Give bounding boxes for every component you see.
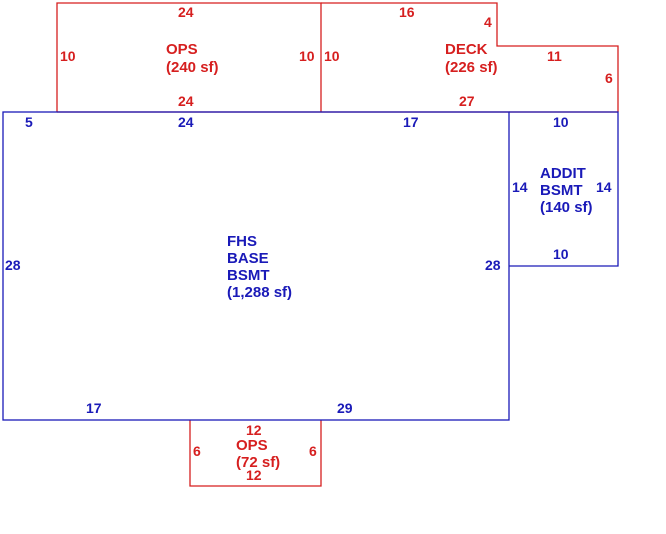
addit-bsmt-outline <box>509 111 619 267</box>
ops-bottom-outline <box>189 420 322 487</box>
ops-bottom-dim-left: 6 <box>193 443 201 459</box>
deck-dim-step-vertical: 4 <box>484 14 492 30</box>
ops-bottom-size: (72 sf) <box>236 454 280 471</box>
addit-line-1: ADDIT <box>540 165 586 182</box>
addit-dim-left: 14 <box>512 179 528 195</box>
fhs-dim-right: 28 <box>485 257 501 273</box>
deck-dim-bottom: 27 <box>459 93 475 109</box>
deck-dim-left: 10 <box>324 48 340 64</box>
fhs-dim-top-left-stub: 5 <box>25 114 33 130</box>
fhs-dim-left: 28 <box>5 257 21 273</box>
ops-top-dim-bottom: 24 <box>178 93 194 109</box>
ops-bottom-dim-top: 12 <box>246 422 262 438</box>
fhs-dim-bottom-left: 17 <box>86 400 102 416</box>
deck-outline <box>321 2 619 112</box>
addit-line-2: BSMT <box>540 182 583 199</box>
deck-area-label: DECK (226 sf) <box>445 41 498 76</box>
addit-size: (140 sf) <box>540 199 593 216</box>
ops-bottom-name: OPS <box>236 437 268 454</box>
fhs-base-area-label: FHS BASE BSMT (1,288 sf) <box>227 233 292 301</box>
fhs-dim-top-middle: 24 <box>178 114 194 130</box>
ops-bottom-dim-bottom: 12 <box>246 467 262 483</box>
fhs-dim-top-right: 17 <box>403 114 419 130</box>
ops-top-dim-right: 10 <box>299 48 315 64</box>
deck-dim-right: 6 <box>605 70 613 86</box>
ops-bottom-dim-right: 6 <box>309 443 317 459</box>
ops-top-area-label: OPS (240 sf) <box>166 41 219 76</box>
deck-dim-top: 16 <box>399 4 415 20</box>
addit-dim-top: 10 <box>553 114 569 130</box>
ops-bottom-area-label: OPS (72 sf) <box>236 437 280 471</box>
fhs-base-line-3: BSMT <box>227 267 270 284</box>
fhs-dim-bottom-right: 29 <box>337 400 353 416</box>
ops-top-size: (240 sf) <box>166 59 219 76</box>
addit-dim-right: 14 <box>596 179 612 195</box>
ops-top-outline <box>56 2 322 112</box>
deck-size: (226 sf) <box>445 59 498 76</box>
ops-top-name: OPS <box>166 41 198 58</box>
ops-top-dim-left: 10 <box>60 48 76 64</box>
deck-name: DECK <box>445 41 488 58</box>
ops-top-dim-top: 24 <box>178 4 194 20</box>
fhs-base-size: (1,288 sf) <box>227 284 292 301</box>
addit-dim-bottom: 10 <box>553 246 569 262</box>
addit-area-label: ADDIT BSMT (140 sf) <box>540 165 593 216</box>
fhs-base-line-1: FHS <box>227 233 257 250</box>
fhs-base-line-2: BASE <box>227 250 269 267</box>
deck-dim-step-horizontal: 11 <box>547 48 562 64</box>
